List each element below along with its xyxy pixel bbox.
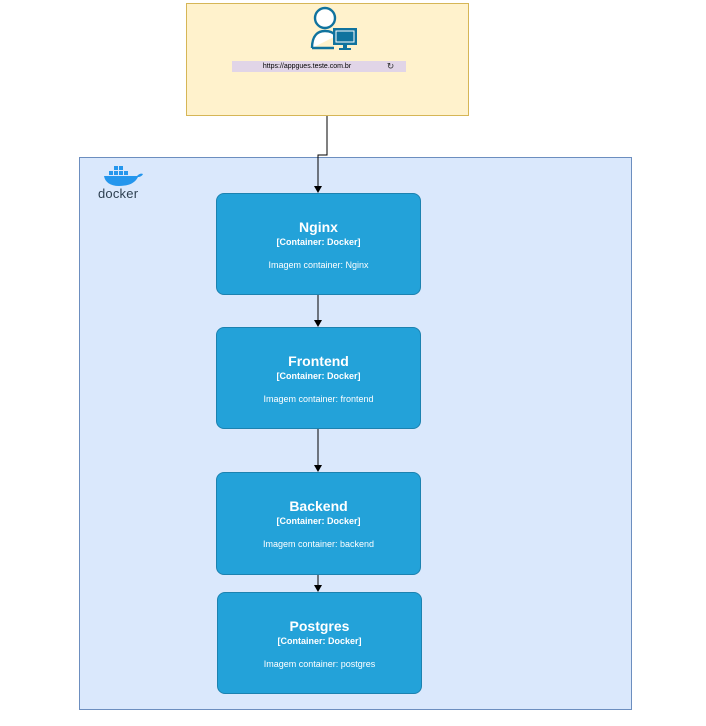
reload-icon[interactable]: ↻ [386, 61, 395, 71]
edge-client-to-nginx [314, 116, 328, 193]
node-tech: [Container: Docker] [276, 516, 361, 526]
client-box: https://appgues.teste.com.br ↻ [186, 3, 469, 116]
url-text: https://appgues.teste.com.br [262, 63, 352, 70]
node-title: Frontend [288, 353, 349, 369]
docker-logo-text: docker [98, 186, 139, 201]
node-title: Postgres [289, 618, 350, 634]
url-bar[interactable]: https://appgues.teste.com.br ↻ [232, 61, 406, 72]
node-tech: [Container: Docker] [276, 237, 361, 247]
user-at-computer-icon [310, 6, 357, 50]
node-description: Imagem container: postgres [263, 659, 376, 669]
node-frontend[interactable]: Frontend [Container: Docker] Imagem cont… [216, 327, 421, 429]
node-description: Imagem container: frontend [263, 394, 374, 404]
node-description: Imagem container: Nginx [268, 260, 369, 270]
node-title: Backend [289, 498, 348, 514]
node-backend[interactable]: Backend [Container: Docker] Imagem conta… [216, 472, 421, 575]
docker-whale-icon [104, 166, 143, 186]
node-tech: [Container: Docker] [277, 636, 362, 646]
node-nginx[interactable]: Nginx [Container: Docker] Imagem contain… [216, 193, 421, 295]
node-description: Imagem container: backend [262, 539, 375, 549]
node-tech: [Container: Docker] [276, 371, 361, 381]
node-title: Nginx [299, 219, 338, 235]
node-postgres[interactable]: Postgres [Container: Docker] Imagem cont… [217, 592, 422, 694]
